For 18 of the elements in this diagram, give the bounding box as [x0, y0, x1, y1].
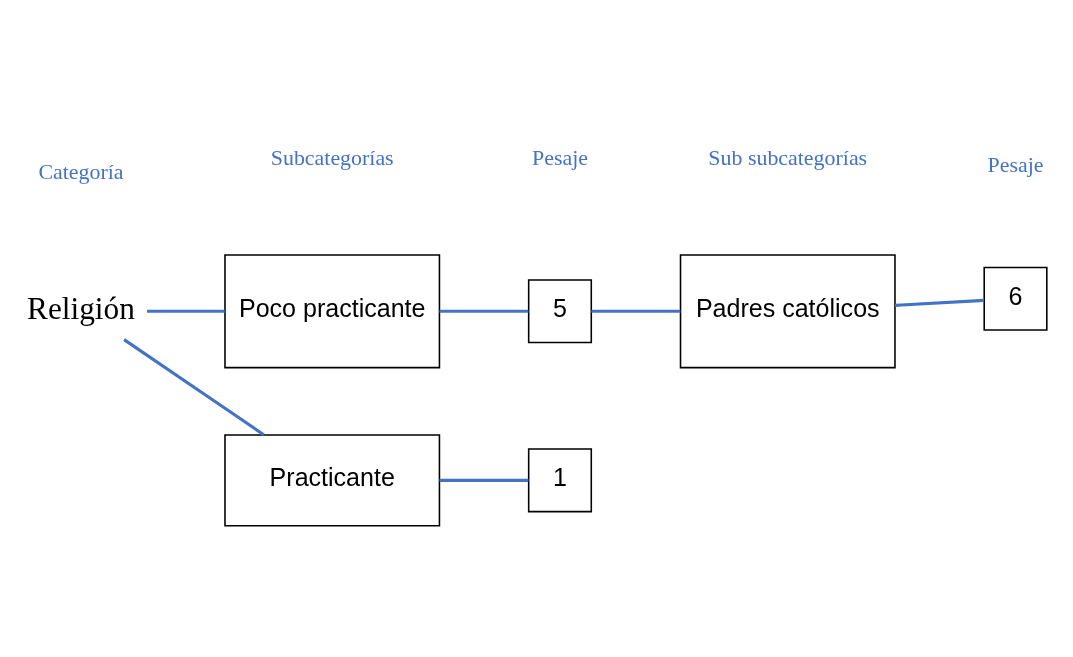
- label: Subcategorías: [270, 145, 394, 171]
- connector: [439, 478, 529, 482]
- connector: [123, 338, 265, 437]
- node-box: Practicante: [224, 434, 441, 527]
- connector: [591, 309, 681, 313]
- label: Pesaje: [532, 145, 588, 171]
- label: Categoría: [38, 159, 124, 185]
- node-box: Poco practicante: [224, 254, 441, 369]
- connector: [147, 309, 225, 313]
- label: Sub subcategorías: [708, 145, 868, 171]
- node-box: 6: [983, 266, 1048, 331]
- node-box: 5: [527, 279, 593, 344]
- connector: [894, 298, 984, 307]
- connector: [439, 309, 529, 313]
- label: Pesaje: [987, 151, 1044, 177]
- node-text: Religión: [27, 291, 135, 327]
- node-box: Padres católicos: [679, 254, 896, 369]
- node-box: 1: [527, 448, 593, 513]
